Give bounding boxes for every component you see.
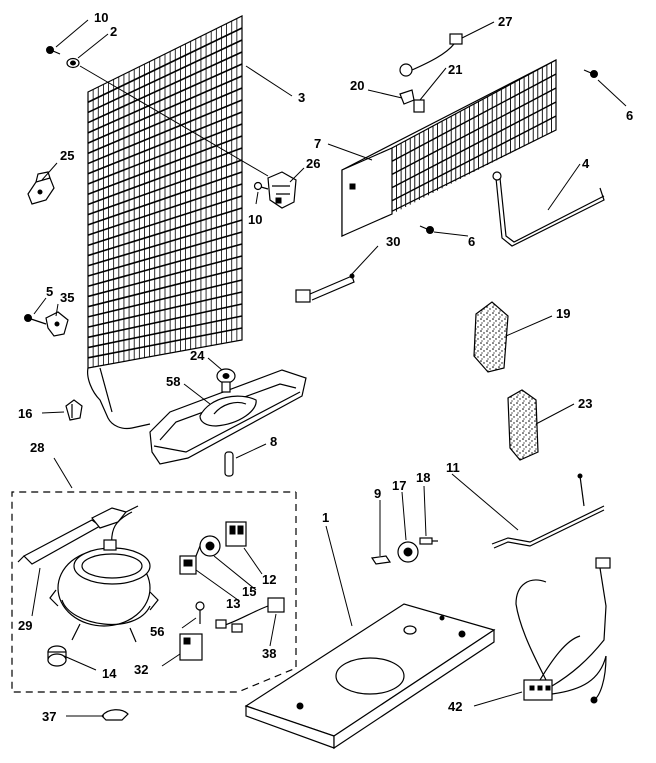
condenser[interactable] [87, 15, 243, 430]
label-condenser-clip: 26 [306, 156, 320, 171]
part-labels: 10 2 3 25 26 10 5 35 16 24 58 8 28 29 14… [18, 10, 633, 724]
label-insulation-23: 23 [578, 396, 592, 411]
drain-pan-heater[interactable] [199, 395, 257, 427]
mount-clip[interactable] [45, 311, 69, 337]
condenser-screw[interactable] [46, 46, 61, 55]
evaporator[interactable] [341, 59, 557, 237]
label-base-plate: 1 [322, 510, 329, 525]
label-relay: 13 [226, 596, 240, 611]
label-compressor-kit: 28 [30, 440, 44, 455]
compressor-kit [11, 491, 297, 693]
label-clip-20: 20 [350, 78, 364, 93]
label-mount-clip: 35 [60, 290, 74, 305]
screw-6-top[interactable] [583, 69, 598, 78]
relay-harness[interactable] [215, 597, 285, 633]
label-insulation-19: 19 [556, 306, 570, 321]
thermostat-harness[interactable] [399, 33, 463, 77]
bolt-18[interactable] [419, 537, 438, 545]
leader-lines [31, 19, 627, 717]
label-compressor: 14 [102, 666, 117, 681]
label-grommet-17: 17 [392, 478, 406, 493]
compressor-grommet[interactable] [47, 645, 67, 667]
label-condenser: 3 [298, 90, 305, 105]
capacitor-screw[interactable] [195, 601, 205, 624]
insulation-19[interactable] [473, 301, 509, 373]
compressor[interactable] [49, 511, 159, 643]
label-drain-grommet: 24 [190, 348, 205, 363]
label-start-capacitor: 32 [134, 662, 148, 677]
start-capacitor[interactable] [179, 633, 203, 661]
label-drain-pan-heater: 58 [166, 374, 180, 389]
label-wiring-harness: 42 [448, 699, 462, 714]
label-heater: 4 [582, 156, 590, 171]
label-overload: 12 [262, 572, 276, 587]
label-bolt-18: 18 [416, 470, 430, 485]
label-screw-6-bottom: 6 [468, 234, 475, 249]
drain-tube[interactable] [224, 451, 234, 477]
label-defrost-sensor: 21 [448, 62, 462, 77]
clip-37[interactable] [101, 709, 129, 721]
relay[interactable] [179, 555, 197, 575]
drier[interactable] [17, 505, 139, 565]
evaporator-fins [391, 60, 557, 214]
label-tube-clamp: 16 [18, 406, 32, 421]
label-condenser-bracket: 25 [60, 148, 74, 163]
washer-9[interactable] [370, 555, 392, 565]
label-tube-11: 11 [446, 460, 460, 475]
insulation-23[interactable] [507, 389, 539, 461]
screw-6-bottom[interactable] [419, 225, 434, 234]
label-harness-30: 30 [386, 234, 400, 249]
overload-clip[interactable] [195, 535, 221, 557]
heater[interactable] [492, 171, 605, 247]
wiring-harness[interactable] [515, 557, 611, 704]
label-capacitor-screw: 56 [150, 624, 164, 639]
label-washer-9: 9 [374, 486, 381, 501]
label-overload-clip: 15 [242, 584, 256, 599]
harness-30[interactable] [295, 273, 355, 303]
label-evaporator: 7 [314, 136, 321, 151]
condenser-clip[interactable] [267, 171, 297, 209]
defrost-sensor[interactable] [413, 99, 425, 113]
label-mount-screw: 5 [46, 284, 53, 299]
tube-11[interactable] [491, 473, 605, 549]
label-clip-37: 37 [42, 709, 56, 724]
label-screw-6-top: 6 [626, 108, 633, 123]
label-drier: 29 [18, 618, 32, 633]
grommet-17[interactable] [397, 541, 419, 563]
label-relay-harness: 38 [262, 646, 276, 661]
drain-grommet[interactable] [216, 368, 236, 393]
mount-screw[interactable] [24, 314, 47, 325]
condenser-bracket[interactable] [27, 171, 55, 205]
clip-screw[interactable] [253, 181, 269, 191]
label-thermostat-harness: 27 [498, 14, 512, 29]
condenser-grommet[interactable] [66, 57, 80, 69]
clip-20[interactable] [399, 89, 415, 105]
tube-clamp[interactable] [65, 399, 83, 421]
base-plate[interactable] [244, 603, 496, 750]
condenser-grid [87, 16, 243, 368]
overload[interactable] [225, 521, 247, 547]
label-drain-tube: 8 [270, 434, 277, 449]
label-condenser-grommet: 2 [110, 24, 117, 39]
label-condenser-screw: 10 [94, 10, 108, 25]
label-clip-screw: 10 [248, 212, 262, 227]
